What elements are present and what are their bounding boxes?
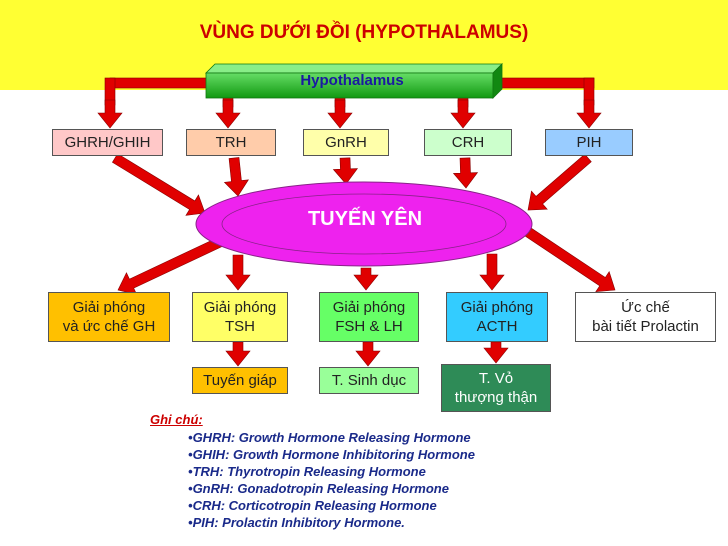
arrow-ghrh-to-pituitary: [111, 153, 206, 216]
arrow-to-crh: [450, 99, 476, 129]
effect-box-gh: Giải phóng và ức chế GH: [48, 292, 170, 342]
arrow-to-ghrh: [97, 99, 123, 129]
note-item: GHIH: Growth Hormone Inhibitoring Hormon…: [188, 446, 475, 463]
pituitary-ellipse: [195, 181, 533, 267]
hormone-box-ghrh-ghih: GHRH/GHIH: [52, 129, 163, 156]
effect-box-prolactin: Ức chế bài tiết Prolactin: [575, 292, 716, 342]
effect-box-tsh: Giải phóng TSH: [192, 292, 288, 342]
hormone-box-pih: PIH: [545, 129, 633, 156]
note-item: GnRH: Gonadotropin Releasing Hormone: [188, 480, 475, 497]
page-title: VÙNG DƯỚI ĐỒI (HYPOTHALAMUS): [199, 22, 529, 43]
arrow-to-thyroid: [225, 341, 251, 367]
arrow-to-tsh-effect: [225, 254, 251, 291]
arrow-to-adrenal: [483, 341, 509, 364]
note-item: TRH: Thyrotropin Releasing Hormone: [188, 463, 475, 480]
hormone-box-gnrh: GnRH: [303, 129, 389, 156]
hypothalamus-label: Hypothalamus: [300, 72, 404, 89]
arrow-to-acth-effect: [479, 253, 505, 291]
target-box-gonads: T. Sinh dục: [319, 367, 419, 394]
arrow-gnrh-to-pituitary: [332, 157, 359, 185]
notes-list: GHRH: Growth Hormone Releasing Hormone G…: [150, 429, 475, 531]
arrow-to-gonads: [355, 341, 381, 367]
pituitary-label: TUYẾN YÊN: [307, 208, 423, 230]
note-item: GHRH: Growth Hormone Releasing Hormone: [188, 429, 475, 446]
effect-box-fsh-lh: Giải phóng FSH & LH: [319, 292, 419, 342]
arrow-trh-to-pituitary: [223, 157, 249, 197]
arrow-to-trh: [215, 99, 241, 129]
notes-title: Ghi chú:: [150, 412, 203, 427]
arrow-crh-to-pituitary: [452, 157, 479, 189]
note-item: CRH: Corticotropin Releasing Hormone: [188, 497, 475, 514]
arrow-to-prolactin-effect: [524, 227, 616, 293]
hypothalamus-bar: [205, 63, 503, 99]
arrow-to-fsh-effect: [353, 267, 379, 291]
effect-box-acth: Giải phóng ACTH: [446, 292, 548, 342]
arrow-to-gh-effect: [117, 237, 223, 295]
hormone-box-trh: TRH: [186, 129, 276, 156]
target-box-thyroid: Tuyến giáp: [192, 367, 288, 394]
note-item: PIH: Prolactin Inhibitory Hormone.: [188, 514, 475, 531]
arrow-pih-to-pituitary: [527, 153, 592, 211]
hormone-box-crh: CRH: [424, 129, 512, 156]
arrow-to-gnrh: [327, 99, 353, 129]
target-box-adrenal-cortex: T. Vỏ thượng thận: [441, 364, 551, 412]
arrow-to-pih: [576, 99, 602, 129]
flow-arrows: [97, 99, 616, 367]
notes-section: Ghi chú: GHRH: Growth Hormone Releasing …: [150, 412, 475, 531]
